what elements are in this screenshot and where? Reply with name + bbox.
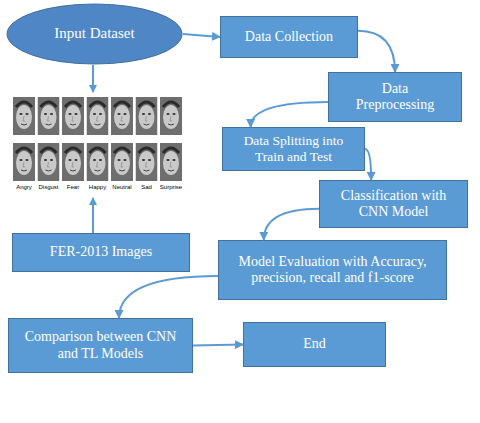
start-ellipse: Input Dataset xyxy=(6,3,183,65)
flow-arrow xyxy=(193,345,243,346)
end-box: End xyxy=(243,322,386,367)
flow-arrow xyxy=(264,209,319,240)
pointer-arrow xyxy=(92,65,94,92)
flow-arrow xyxy=(251,102,328,127)
process-box: Data Preprocessing xyxy=(328,72,462,122)
node-text: Comparison between CNN and TL Models xyxy=(23,329,178,361)
flow-arrow xyxy=(119,276,218,318)
dataset-box: FER-2013 Images xyxy=(12,233,190,272)
emotion-label: Sad xyxy=(135,184,159,190)
node-text: Data Collection xyxy=(245,29,333,45)
emotion-label: Fear xyxy=(61,184,85,190)
process-box: Comparison between CNN and TL Models xyxy=(8,318,193,373)
emotion-label: Surprise xyxy=(159,184,183,190)
process-box: Model Evaluation with Accuracy, precisio… xyxy=(218,240,447,300)
process-box: Data Collection xyxy=(220,16,358,58)
node-text: Input Dataset xyxy=(54,25,134,42)
node-text: Data Preprocessing xyxy=(351,81,439,113)
pointer-arrow xyxy=(92,198,94,233)
node-text: Data Splitting into Train and Test xyxy=(229,133,358,164)
emotion-label: Neutral xyxy=(110,184,134,190)
node-text: Classification with CNN Model xyxy=(328,188,459,220)
node-text: End xyxy=(303,336,326,352)
flow-arrow xyxy=(183,34,220,37)
process-box: Classification with CNN Model xyxy=(319,180,468,228)
emotion-label: Disgust xyxy=(37,184,61,190)
face-grid xyxy=(13,97,182,181)
emotion-label: Angry xyxy=(12,184,36,190)
flow-arrow xyxy=(365,149,371,180)
process-box: Data Splitting into Train and Test xyxy=(222,127,365,171)
emotion-label: Happy xyxy=(86,184,110,190)
flow-arrow xyxy=(358,31,395,72)
node-text: FER-2013 Images xyxy=(50,244,152,260)
node-text: Model Evaluation with Accuracy, precisio… xyxy=(227,254,438,286)
